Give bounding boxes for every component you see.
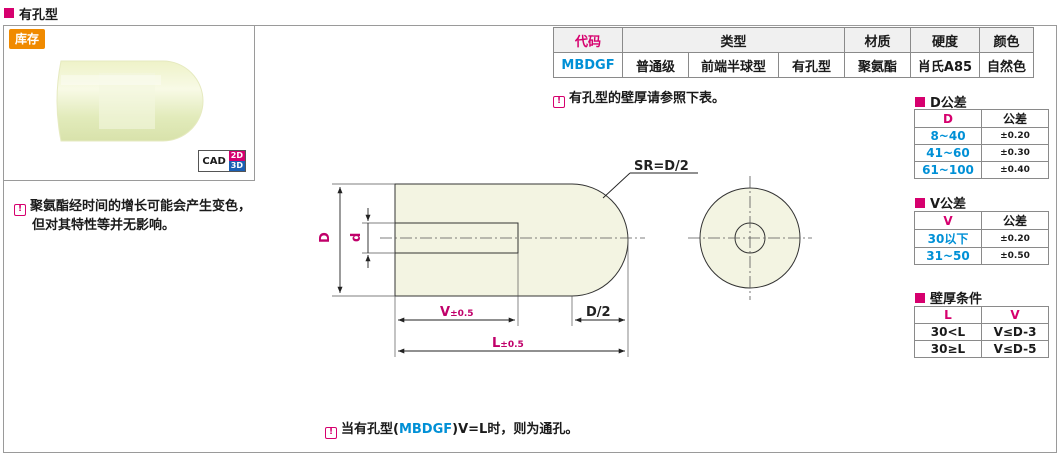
v-tol-cell: ±0.20 bbox=[981, 229, 1049, 248]
through-hole-note-suffix: )V=L时，则为通孔。 bbox=[452, 422, 579, 437]
dim-d-label: D bbox=[318, 232, 333, 243]
wall-l-cell: 30≥L bbox=[914, 340, 982, 358]
section-marker-icon bbox=[915, 96, 925, 107]
page-title: 有孔型 bbox=[19, 7, 59, 23]
table-row: 30<L V≤D-3 bbox=[914, 323, 1049, 341]
d-tolerance-title-text: D公差 bbox=[930, 96, 967, 111]
d-tol-cell: ±0.40 bbox=[981, 161, 1049, 179]
wall-col-v: V bbox=[981, 306, 1049, 324]
v-tol-cell: ±0.50 bbox=[981, 247, 1049, 265]
d-range-cell: 41~60 bbox=[914, 144, 982, 162]
table-row: 41~60 ±0.30 bbox=[914, 144, 1049, 162]
v-tolerance-col2: 公差 bbox=[981, 211, 1049, 230]
d-tolerance-title: D公差 bbox=[915, 92, 967, 111]
wall-v-cell: V≤D-3 bbox=[981, 323, 1049, 341]
d-range-cell: 8~40 bbox=[914, 127, 982, 145]
d-tolerance-col1: D bbox=[914, 109, 982, 128]
spec-hardness: 肖氏A85 bbox=[910, 52, 980, 78]
dim-small-d-label: d bbox=[349, 233, 364, 242]
spec-type-standard: 普通级 bbox=[622, 52, 689, 78]
table-row: 30以下 ±0.20 bbox=[914, 229, 1049, 248]
cad-badge[interactable]: CAD 2D 3D bbox=[198, 150, 246, 172]
through-hole-note: ! 当有孔型(MBDGF)V=L时，则为通孔。 bbox=[325, 418, 578, 439]
spec-material: 聚氨酯 bbox=[844, 52, 911, 78]
title-marker-icon bbox=[4, 8, 14, 18]
dim-v-label: V±0.5 bbox=[440, 305, 474, 320]
wall-thickness-note-text: 有孔型的壁厚请参照下表。 bbox=[569, 91, 726, 106]
wall-thickness-note: ! 有孔型的壁厚请参照下表。 bbox=[553, 87, 725, 108]
section-marker-icon bbox=[915, 292, 925, 303]
wall-condition-title-text: 壁厚条件 bbox=[930, 292, 983, 307]
spec-header-hardness: 硬度 bbox=[910, 27, 980, 53]
material-note-line1: 聚氨酯经时间的增长可能会产生变色， bbox=[30, 199, 252, 214]
stock-badge: 库存 bbox=[9, 29, 46, 49]
through-hole-note-code[interactable]: MBDGF bbox=[398, 422, 453, 437]
table-row: 30≥L V≤D-5 bbox=[914, 340, 1049, 358]
v-range-cell: 30以下 bbox=[914, 229, 982, 248]
technical-drawing: D d SR=D/2 V±0.5 D/2 L±0.5 bbox=[318, 159, 812, 357]
spec-type-hemisphere: 前端半球型 bbox=[688, 52, 779, 78]
info-icon: ! bbox=[325, 427, 337, 439]
d-tol-cell: ±0.30 bbox=[981, 144, 1049, 162]
v-tolerance-title: V公差 bbox=[915, 193, 966, 212]
table-row: 61~100 ±0.40 bbox=[914, 161, 1049, 179]
v-range-cell: 31~50 bbox=[914, 247, 982, 265]
wall-col-l: L bbox=[914, 306, 982, 324]
table-row: 8~40 ±0.20 bbox=[914, 127, 1049, 145]
wall-condition-title: 壁厚条件 bbox=[915, 288, 982, 307]
info-icon: ! bbox=[14, 204, 26, 216]
spec-header-type: 类型 bbox=[622, 27, 845, 53]
cad-2d-link[interactable]: 2D bbox=[228, 151, 245, 161]
d-range-cell: 61~100 bbox=[914, 161, 982, 179]
cad-3d-link[interactable]: 3D bbox=[228, 161, 245, 171]
d-tolerance-table: D 公差 8~40 ±0.20 41~60 ±0.30 61~100 ±0.40 bbox=[914, 109, 1049, 179]
d-tol-cell: ±0.20 bbox=[981, 127, 1049, 145]
spec-table: 代码 类型 材质 硬度 颜色 MBDGF 普通级 前端半球型 有孔型 聚氨酯 肖… bbox=[553, 27, 1034, 78]
section-marker-icon bbox=[915, 197, 925, 208]
v-tolerance-title-text: V公差 bbox=[930, 197, 967, 212]
table-row: 31~50 ±0.50 bbox=[914, 247, 1049, 265]
through-hole-note-prefix: 当有孔型( bbox=[341, 422, 399, 437]
spec-type-hole: 有孔型 bbox=[778, 52, 845, 78]
content-frame bbox=[3, 25, 1057, 453]
dim-half-d-label: D/2 bbox=[586, 305, 611, 320]
d-tolerance-header: D 公差 bbox=[914, 109, 1049, 128]
spec-code[interactable]: MBDGF bbox=[553, 52, 623, 78]
page-title-bar: 有孔型 bbox=[4, 4, 59, 23]
spec-header-code: 代码 bbox=[553, 27, 623, 53]
wall-condition-header: L V bbox=[914, 306, 1049, 324]
product-image bbox=[56, 60, 204, 142]
spec-header-material: 材质 bbox=[844, 27, 911, 53]
v-tolerance-table: V 公差 30以下 ±0.20 31~50 ±0.50 bbox=[914, 211, 1049, 265]
sr-label: SR=D/2 bbox=[634, 159, 689, 174]
material-note-line2: 但对其特性等并无影响。 bbox=[32, 218, 176, 233]
product-photo-panel: 库存 CAD 2D 3D bbox=[3, 25, 255, 181]
cad-label: CAD bbox=[202, 155, 226, 167]
wall-v-cell: V≤D-5 bbox=[981, 340, 1049, 358]
spec-header-row: 代码 类型 材质 硬度 颜色 bbox=[553, 27, 1034, 53]
v-tolerance-header: V 公差 bbox=[914, 211, 1049, 230]
dim-l-label: L±0.5 bbox=[492, 336, 524, 351]
spec-color: 自然色 bbox=[979, 52, 1034, 78]
spec-row: MBDGF 普通级 前端半球型 有孔型 聚氨酯 肖氏A85 自然色 bbox=[553, 52, 1034, 78]
spec-header-color: 颜色 bbox=[979, 27, 1034, 53]
v-tolerance-col1: V bbox=[914, 211, 982, 230]
info-icon: ! bbox=[553, 96, 565, 108]
wall-l-cell: 30<L bbox=[914, 323, 982, 341]
d-tolerance-col2: 公差 bbox=[981, 109, 1049, 128]
material-note: ! 聚氨酯经时间的增长可能会产生变色， 但对其特性等并无影响。 bbox=[14, 197, 251, 235]
wall-condition-table: L V 30<L V≤D-3 30≥L V≤D-5 bbox=[914, 306, 1049, 358]
